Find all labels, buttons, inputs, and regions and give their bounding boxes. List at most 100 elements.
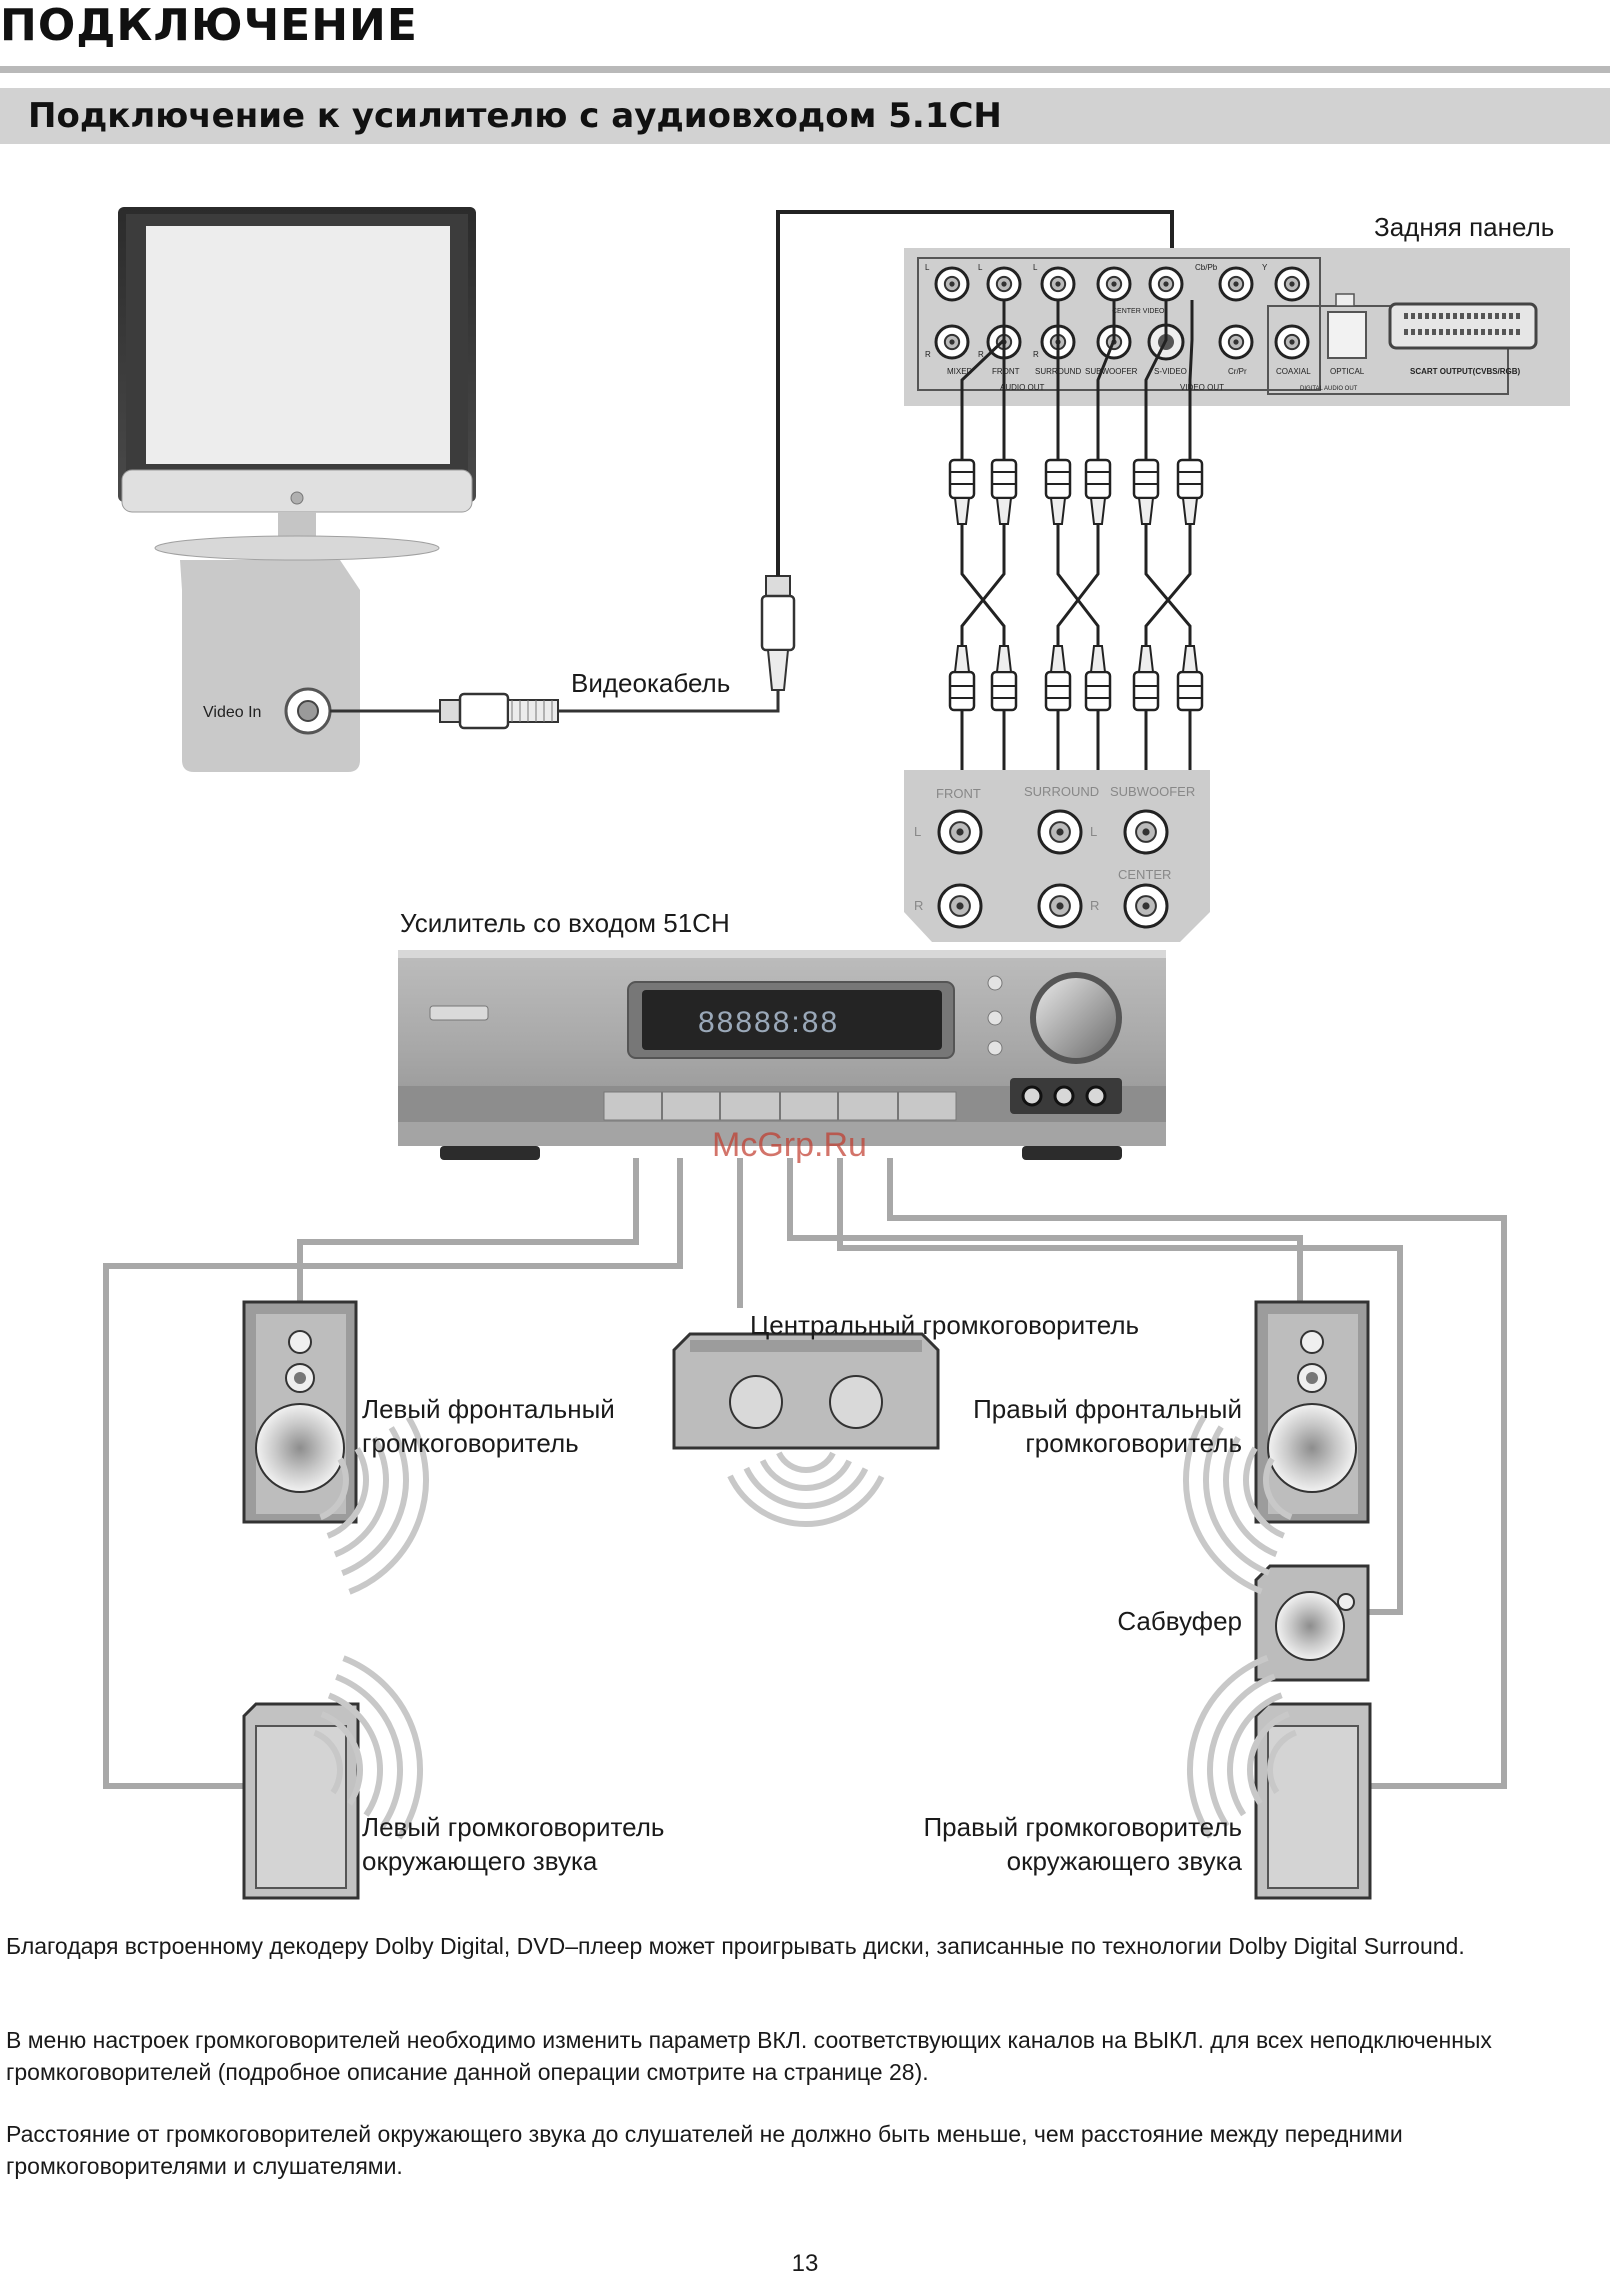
sound-wave-arc — [1267, 1729, 1297, 1794]
video-in-label: Video In — [203, 704, 261, 721]
surround-left-label-1: Левый громкоговоритель — [362, 1812, 664, 1842]
panel-label: VIDEO OUT — [1180, 383, 1224, 392]
panel-label: FRONT — [992, 367, 1020, 376]
dvd-rca-jack — [1274, 266, 1310, 302]
amp-display: 88888:88 — [698, 1006, 839, 1039]
sound-wave-arc — [776, 1451, 836, 1473]
surround-left-label-2: окружающего звука — [362, 1846, 598, 1876]
amp-input-label: L — [914, 824, 921, 839]
amp-input-label: SURROUND — [1024, 784, 1099, 799]
sound-wave-arc — [348, 1415, 429, 1595]
sound-waves — [313, 1414, 1297, 1840]
rca-wire — [1144, 524, 1170, 646]
sound-wave-arc — [335, 1674, 403, 1829]
dvd-rca-jack — [1218, 266, 1254, 302]
rca-wire — [1056, 524, 1080, 646]
surround-right-label-1: Правый громкоговоритель — [923, 1812, 1242, 1842]
front-right-speaker — [1254, 1300, 1370, 1524]
front-right-label-1: Правый фронтальный — [973, 1394, 1242, 1424]
amp-jacks — [937, 809, 1169, 929]
rca-plug — [948, 645, 976, 712]
rca-plug — [990, 458, 1018, 525]
amp-input-label: CENTER — [1118, 867, 1171, 882]
dvd-rca-jack — [1218, 324, 1254, 360]
rca-cables — [948, 300, 1204, 906]
sound-wave-arc — [1183, 1414, 1263, 1595]
rear-panel-label: Задняя панель — [1374, 212, 1554, 242]
sound-wave-arc — [743, 1466, 869, 1509]
section-bar — [0, 88, 1610, 144]
rca-plug — [990, 645, 1018, 712]
front-left-speaker — [242, 1300, 358, 1524]
panel-label: OPTICAL — [1330, 367, 1365, 376]
rca-plug — [1132, 645, 1160, 712]
dvd-rca-jack — [1274, 324, 1310, 360]
subwoofer — [1254, 1564, 1370, 1682]
surround-right-speaker — [1254, 1702, 1372, 1900]
panel-label: Y — [1262, 263, 1268, 272]
amplifier-label: Усилитель со входом 51CH — [400, 908, 730, 938]
rca-plug — [1176, 458, 1204, 525]
amp-input-label: L — [1090, 824, 1097, 839]
video-cable: Видеокабель — [330, 210, 1174, 730]
amp-input-jack — [937, 883, 983, 929]
paragraph-speaker-settings: В меню настроек громкоговорителей необхо… — [6, 2027, 1492, 2085]
amp-input-label: R — [914, 898, 923, 913]
panel-label: AUDIO OUT — [1000, 383, 1045, 392]
sound-wave-arc — [319, 1457, 349, 1521]
subwoofer-label: Сабвуфер — [1117, 1606, 1242, 1636]
sound-wave-arc — [1187, 1654, 1269, 1839]
dvd-rca-jack — [1148, 266, 1184, 302]
amp-input-panel: FRONT SURROUND SUBWOOFER CENTER L R L R — [904, 770, 1210, 942]
sound-wave-arc — [1263, 1457, 1293, 1520]
connection-diagram: Video In Видеокабель Задняя панель L L L… — [103, 207, 1570, 1900]
panel-label: L — [978, 263, 983, 272]
rca-plug — [948, 458, 976, 525]
amp-input-jack — [937, 809, 983, 855]
panel-label: SCART OUTPUT(CVBS/RGB) — [1410, 367, 1521, 376]
amp-input-label: FRONT — [936, 786, 981, 801]
sound-wave-arc — [320, 1711, 363, 1806]
sound-wave-arc — [759, 1459, 852, 1491]
panel-label: L — [1033, 263, 1038, 272]
optical-port — [1327, 311, 1367, 359]
sound-wave-arc — [327, 1692, 383, 1817]
panel-label: R — [978, 350, 984, 359]
title-rule — [0, 66, 1610, 73]
sound-wave-arc — [727, 1474, 885, 1527]
rca-wire — [1096, 300, 1116, 460]
video-cable-label: Видеокабель — [571, 668, 730, 698]
dvd-rca-jack — [1040, 266, 1076, 302]
panel-label: R — [925, 350, 931, 359]
page-title: ПОДКЛЮЧЕНИЕ — [0, 0, 418, 51]
rca-wire — [1076, 524, 1100, 646]
surround-left-speaker — [242, 1702, 360, 1900]
front-right-label-2: громкоговоритель — [1025, 1428, 1242, 1458]
paragraph-dolby: Благодаря встроенному декодеру Dolby Dig… — [6, 1933, 1465, 1959]
sound-wave-arc — [1203, 1425, 1271, 1576]
amp-input-jack — [1037, 809, 1083, 855]
dvd-rca-jack — [1096, 266, 1132, 302]
center-speaker-label: Центральный громкоговоритель — [750, 1310, 1139, 1340]
front-left-label-1: Левый фронтальный — [362, 1394, 615, 1424]
amp-input-jack — [1123, 883, 1169, 929]
sound-wave-arc — [313, 1729, 343, 1795]
dvd-rca-jack — [934, 324, 970, 360]
center-speaker — [672, 1332, 940, 1450]
sound-wave-arc — [333, 1436, 389, 1558]
rca-wire — [1166, 524, 1192, 646]
dvd-rca-jack — [986, 266, 1022, 302]
panel-label: Cr/Pr — [1228, 367, 1247, 376]
panel-label: COAXIAL — [1276, 367, 1311, 376]
rca-wire — [1188, 300, 1194, 460]
rca-wire — [1144, 300, 1168, 460]
page-number: 13 — [791, 2250, 819, 2277]
rca-plug — [1084, 458, 1112, 525]
panel-label: MIXED — [947, 367, 973, 376]
panel-label: DIGITAL AUDIO OUT — [1300, 386, 1358, 392]
panel-label: R — [1033, 350, 1039, 359]
sound-wave-arc — [1227, 1692, 1283, 1817]
scart-port — [1388, 302, 1538, 350]
panel-label: CENTER VIDEO — [1112, 308, 1165, 315]
front-left-label-2: громкоговоритель — [362, 1428, 579, 1458]
